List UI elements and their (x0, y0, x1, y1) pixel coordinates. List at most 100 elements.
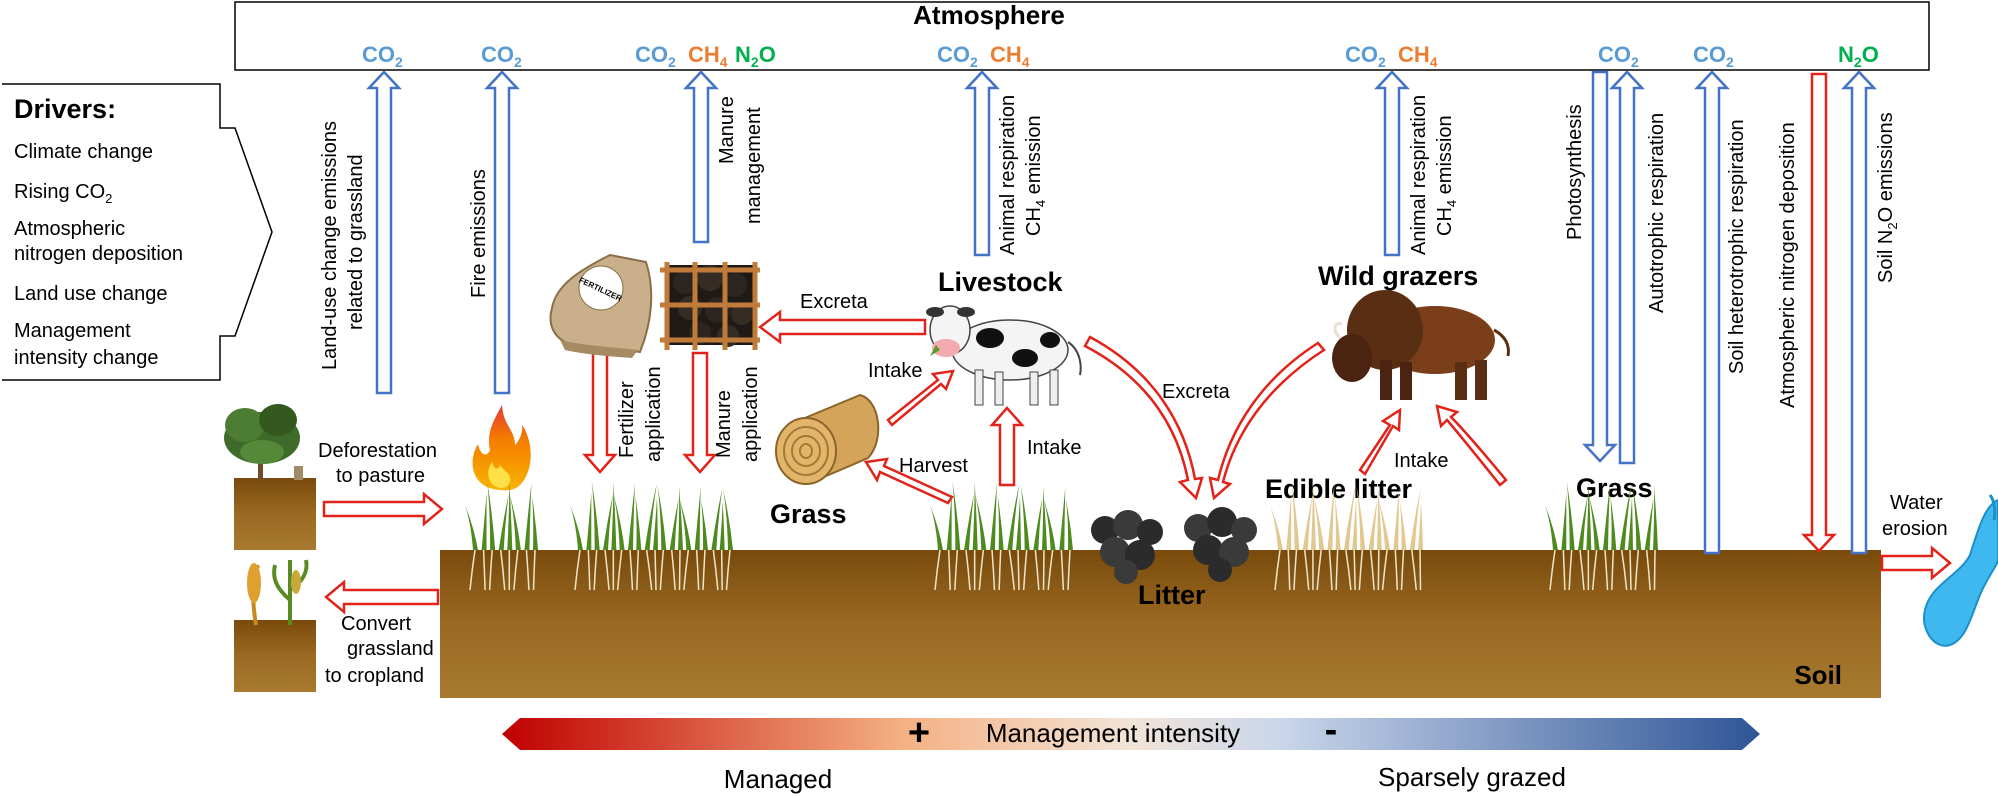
fertilizer-bag-icon: FERTILIZER (549, 253, 653, 358)
livestock-resp-arrow (964, 70, 1000, 257)
fire-icon (472, 405, 531, 491)
deforestation-arrow (322, 491, 444, 527)
driver-mgmt-line2: intensity change (14, 347, 159, 369)
ch4-emission-label-1: CH4 emission (1023, 115, 1048, 236)
hay-intake-arrow (886, 369, 955, 427)
gradient-label: Management intensity (986, 718, 1240, 748)
hay-bale-icon (775, 393, 880, 485)
soil-hetero-label: Soil heterotrophic respiration (1726, 119, 1748, 374)
bison-icon (1332, 290, 1510, 400)
cow-intake-arrow (989, 406, 1025, 487)
grass-tuft-wild (1545, 481, 1658, 591)
animal-resp-label-1: Animal respiration (997, 95, 1019, 255)
co2-label-grass: CO2 (1598, 42, 1639, 70)
gradient-minus: - (1325, 709, 1338, 751)
management-intensity-bar (502, 718, 1760, 750)
fert-app-label-2: application (643, 366, 665, 462)
water-erosion-label-2: erosion (1882, 518, 1948, 540)
soil-hetero-resp-arrow (1694, 70, 1730, 555)
co2-label-luc: CO2 (362, 42, 403, 70)
n2o-label-manure: N2O (735, 42, 776, 70)
convert-label-1: Convert (341, 613, 411, 635)
soil-n2o-arrow (1841, 70, 1877, 555)
n-deposition-label: Atmospheric nitrogen deposition (1777, 122, 1799, 408)
tree-icon (224, 404, 303, 480)
driver-climate: Climate change (14, 141, 153, 163)
manure-crate-icon (660, 262, 760, 350)
wild-excreta-litter-arrow (1208, 341, 1326, 501)
co2-label-livestock: CO2 (937, 42, 978, 70)
manure-mgmt-arrow (683, 70, 719, 244)
autotrophic-resp-arrow (1609, 70, 1645, 465)
crop-icon (247, 559, 309, 626)
litter-label: Litter (1138, 580, 1206, 610)
luc-label-line2: related to grassland (345, 154, 367, 330)
forest-soil-block (234, 478, 316, 550)
flux-label-group: Land-use change emissions related to gra… (319, 95, 1900, 462)
grass-tufts (465, 481, 1658, 591)
grass-tuft-edible-litter (1270, 481, 1423, 591)
litter-pile-icon-1 (1091, 510, 1163, 584)
water-icon (1923, 494, 1998, 647)
luc-emission-arrow (366, 70, 402, 395)
co2-label-wild: CO2 (1345, 42, 1386, 70)
gradient-plus: + (908, 712, 930, 754)
harvest-arrow (863, 457, 954, 505)
litter-pile-icon-2 (1184, 507, 1257, 582)
co2-label-manure: CO2 (635, 42, 676, 70)
photosynthesis-arrow (1582, 70, 1618, 463)
water-erosion-arrow (1880, 545, 1952, 581)
grass-tuft-fire (465, 481, 538, 591)
managed-label: Managed (724, 764, 832, 794)
intake-label-2: Intake (1027, 437, 1081, 459)
driver-atm-line2: nitrogen deposition (14, 243, 183, 265)
manure-application-arrow (682, 351, 718, 474)
n-deposition-arrow (1801, 72, 1837, 553)
grass-tuft-harvest (930, 481, 1073, 591)
manure-mgmt-label-1: Manure (716, 96, 738, 164)
blue-flux-arrows (366, 70, 1877, 555)
ch4-label-wild: CH4 (1398, 42, 1438, 70)
drivers-arrow-box (2, 83, 273, 381)
gas-labels: CO2 CO2 CO2 CH4 N2O CO2 CH4 CO2 CH4 CO2 … (362, 42, 1879, 70)
wild-grazers-label: Wild grazers (1318, 261, 1478, 291)
manure-mgmt-label-2: management (743, 107, 765, 224)
driver-mgmt-line1: Management (14, 320, 131, 342)
driver-land-use: Land use change (14, 283, 167, 305)
fertilizer-application-arrow (582, 351, 618, 474)
convert-cropland-arrow (324, 579, 440, 615)
drivers-title: Drivers: (14, 94, 116, 124)
cow-icon (926, 305, 1082, 406)
co2-label-fire: CO2 (481, 42, 522, 70)
atmosphere-box (234, 1, 1930, 71)
wild-intake-arrow-1 (1358, 407, 1402, 476)
ch4-emission-label-2: CH4 emission (1434, 115, 1459, 236)
convert-label-3: to cropland (325, 665, 424, 687)
node-label-group: Livestock Wild grazers Grass Grass Edibl… (770, 261, 1653, 610)
harvest-label: Harvest (899, 455, 968, 477)
driver-atm-line1: Atmospheric (14, 218, 125, 240)
fert-app-label-1: Fertilizer (616, 381, 638, 458)
edible-litter-label: Edible litter (1265, 474, 1413, 504)
process-label-group: Excreta Excreta Intake Intake Intake Har… (318, 291, 1948, 687)
cropland-soil-block (234, 620, 316, 692)
cow-excreta-litter-arrow (1083, 335, 1204, 501)
soil-label: Soil (1794, 660, 1842, 690)
grass-label-managed: Grass (770, 499, 847, 529)
ch4-label-livestock: CH4 (990, 42, 1030, 70)
intake-label-3: Intake (1394, 450, 1448, 472)
sparsely-grazed-label: Sparsely grazed (1378, 762, 1566, 792)
excreta-label-2: Excreta (1162, 381, 1231, 403)
autotrophic-label: Autotrophic respiration (1646, 113, 1668, 313)
water-erosion-label-1: Water (1890, 492, 1943, 514)
excreta-label-1: Excreta (800, 291, 869, 313)
wild-resp-arrow (1374, 70, 1410, 257)
atmosphere-title: Atmosphere (913, 0, 1065, 30)
n2o-label-soil: N2O (1838, 42, 1879, 70)
soil-n2o-label: Soil N2O emissions (1875, 112, 1900, 283)
deforestation-label-2: to pasture (336, 465, 425, 487)
drivers-panel: Drivers: Climate change Rising CO2 Atmos… (2, 83, 273, 381)
convert-label-2: grassland (347, 638, 434, 660)
